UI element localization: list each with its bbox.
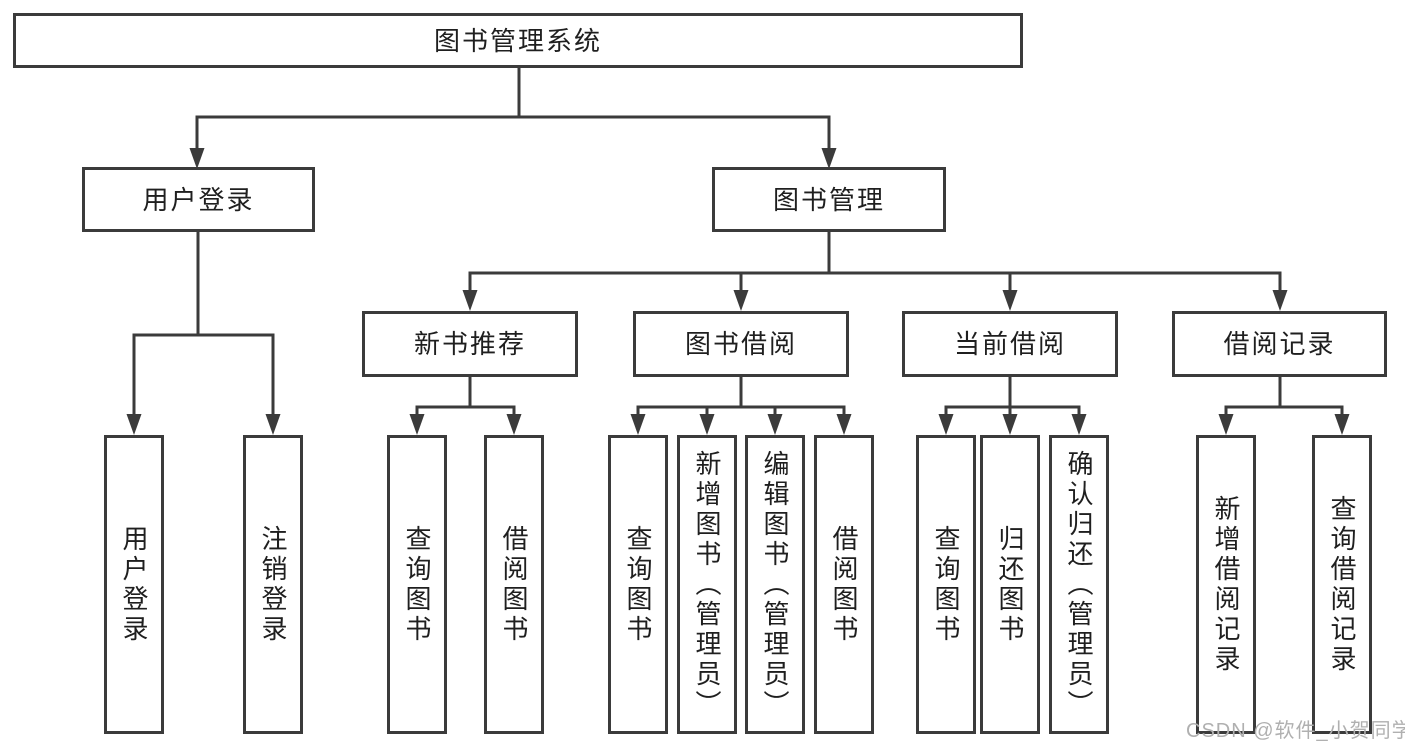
node-new-book-recommend: 新书推荐 [362,311,578,377]
leaf-return-book: 归还图书 [980,435,1040,734]
node-book-borrow: 图书借阅 [633,311,849,377]
leaf-confirm-return-admin: 确认归还（管理员） [1049,435,1109,734]
node-borrow-record: 借阅记录 [1172,311,1387,377]
node-book-management: 图书管理 [712,167,946,232]
node-library-management-system: 图书管理系统 [13,13,1023,68]
leaf-query-book-current: 查询图书 [916,435,976,734]
node-user-login: 用户登录 [82,167,315,232]
arrowhead-icons [126,148,1350,435]
leaf-query-book: 查询图书 [608,435,668,734]
leaf-add-book-admin: 新增图书（管理员） [677,435,737,734]
leaf-logout: 注销登录 [243,435,303,734]
leaf-borrow-book: 借阅图书 [814,435,874,734]
leaf-edit-book-admin: 编辑图书（管理员） [745,435,805,734]
node-current-borrow: 当前借阅 [902,311,1118,377]
leaf-query-borrow-record: 查询借阅记录 [1312,435,1372,734]
csdn-watermark: CSDN @软件_小贺同学 [1186,720,1405,742]
leaf-borrow-book-recommend: 借阅图书 [484,435,544,734]
leaf-add-borrow-record: 新增借阅记录 [1196,435,1256,734]
leaf-user-login: 用户登录 [104,435,164,734]
leaf-query-book-recommend: 查询图书 [387,435,447,734]
